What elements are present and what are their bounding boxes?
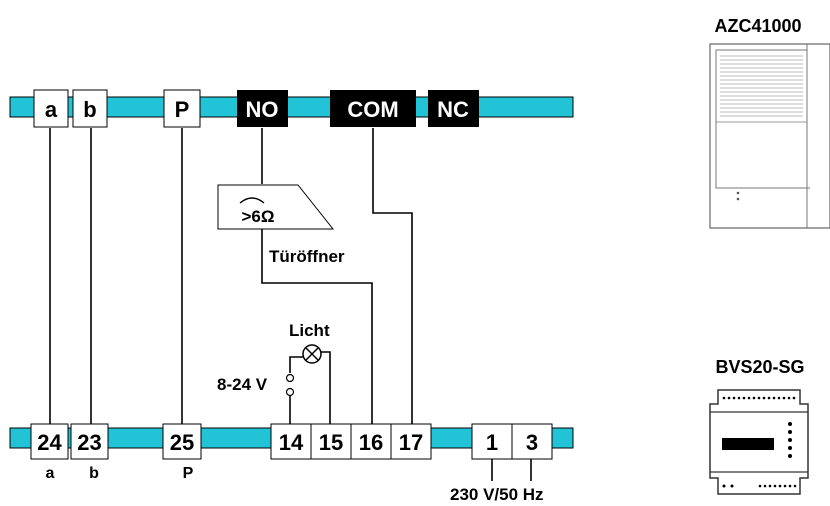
bottom-terminal-1: 1	[471, 423, 513, 460]
terminal-label: NC	[437, 97, 469, 122]
door-opener-label: Türöffner	[269, 247, 345, 266]
sublabel-b: b	[89, 465, 99, 482]
top-terminal-p: P	[163, 89, 201, 128]
wires	[49, 128, 532, 481]
bottom-terminal-3: 3	[511, 423, 553, 460]
wire-lamp-to-15	[318, 351, 331, 424]
terminal-number: 23	[77, 430, 101, 455]
terminal-number: 16	[359, 430, 383, 455]
indoor-station-icon	[709, 43, 830, 229]
terminal-number: 14	[279, 430, 304, 455]
terminal-number: 3	[526, 430, 538, 455]
sublabel-a: a	[46, 465, 55, 482]
wire-com-to-17	[372, 128, 413, 424]
bottom-terminal-17: 17	[390, 423, 432, 460]
wire-switch-to-lamp	[289, 356, 306, 373]
terminal-label: b	[83, 97, 96, 122]
top-terminal-a: a	[33, 89, 69, 128]
bottom-terminal-24: 24	[30, 423, 69, 460]
supply-voltage-label: 230 V/50 Hz	[450, 485, 544, 504]
light-label: Licht	[289, 321, 330, 340]
power-supply-din-rail-icon	[709, 389, 809, 495]
wire-opener-to-16	[261, 229, 373, 424]
top-terminal-nc: NC	[428, 90, 479, 127]
bottom-terminal-14: 14	[270, 423, 312, 460]
terminal-label: P	[175, 97, 190, 122]
light-voltage-label: 8-24 V	[217, 375, 268, 394]
terminal-number: 24	[37, 430, 62, 455]
terminal-label: COM	[347, 97, 398, 122]
door-opener-symbol: >6Ω	[217, 184, 335, 230]
top-terminal-com: COM	[330, 90, 416, 127]
terminal-number: 25	[170, 430, 194, 455]
terminal-label: a	[45, 97, 58, 122]
bottom-terminal-23: 23	[70, 423, 109, 460]
device-name-azc41000: AZC41000	[714, 16, 801, 36]
bottom-terminal-25: 25	[162, 423, 202, 460]
top-terminal-b: b	[72, 89, 108, 128]
terminal-number: 15	[319, 430, 343, 455]
lamp-icon	[302, 344, 322, 364]
terminal-label: NO	[246, 97, 279, 122]
bottom-terminal-16: 16	[350, 423, 392, 460]
door-opener-resistance: >6Ω	[241, 207, 274, 226]
terminal-number: 1	[486, 430, 498, 455]
top-terminal-no: NO	[237, 90, 288, 127]
bottom-terminal-15: 15	[310, 423, 352, 460]
sublabel-p: P	[183, 465, 194, 482]
terminal-number: 17	[399, 430, 423, 455]
switch-contact-icon	[285, 373, 295, 397]
device-name-bvs20sg: BVS20-SG	[715, 357, 804, 377]
